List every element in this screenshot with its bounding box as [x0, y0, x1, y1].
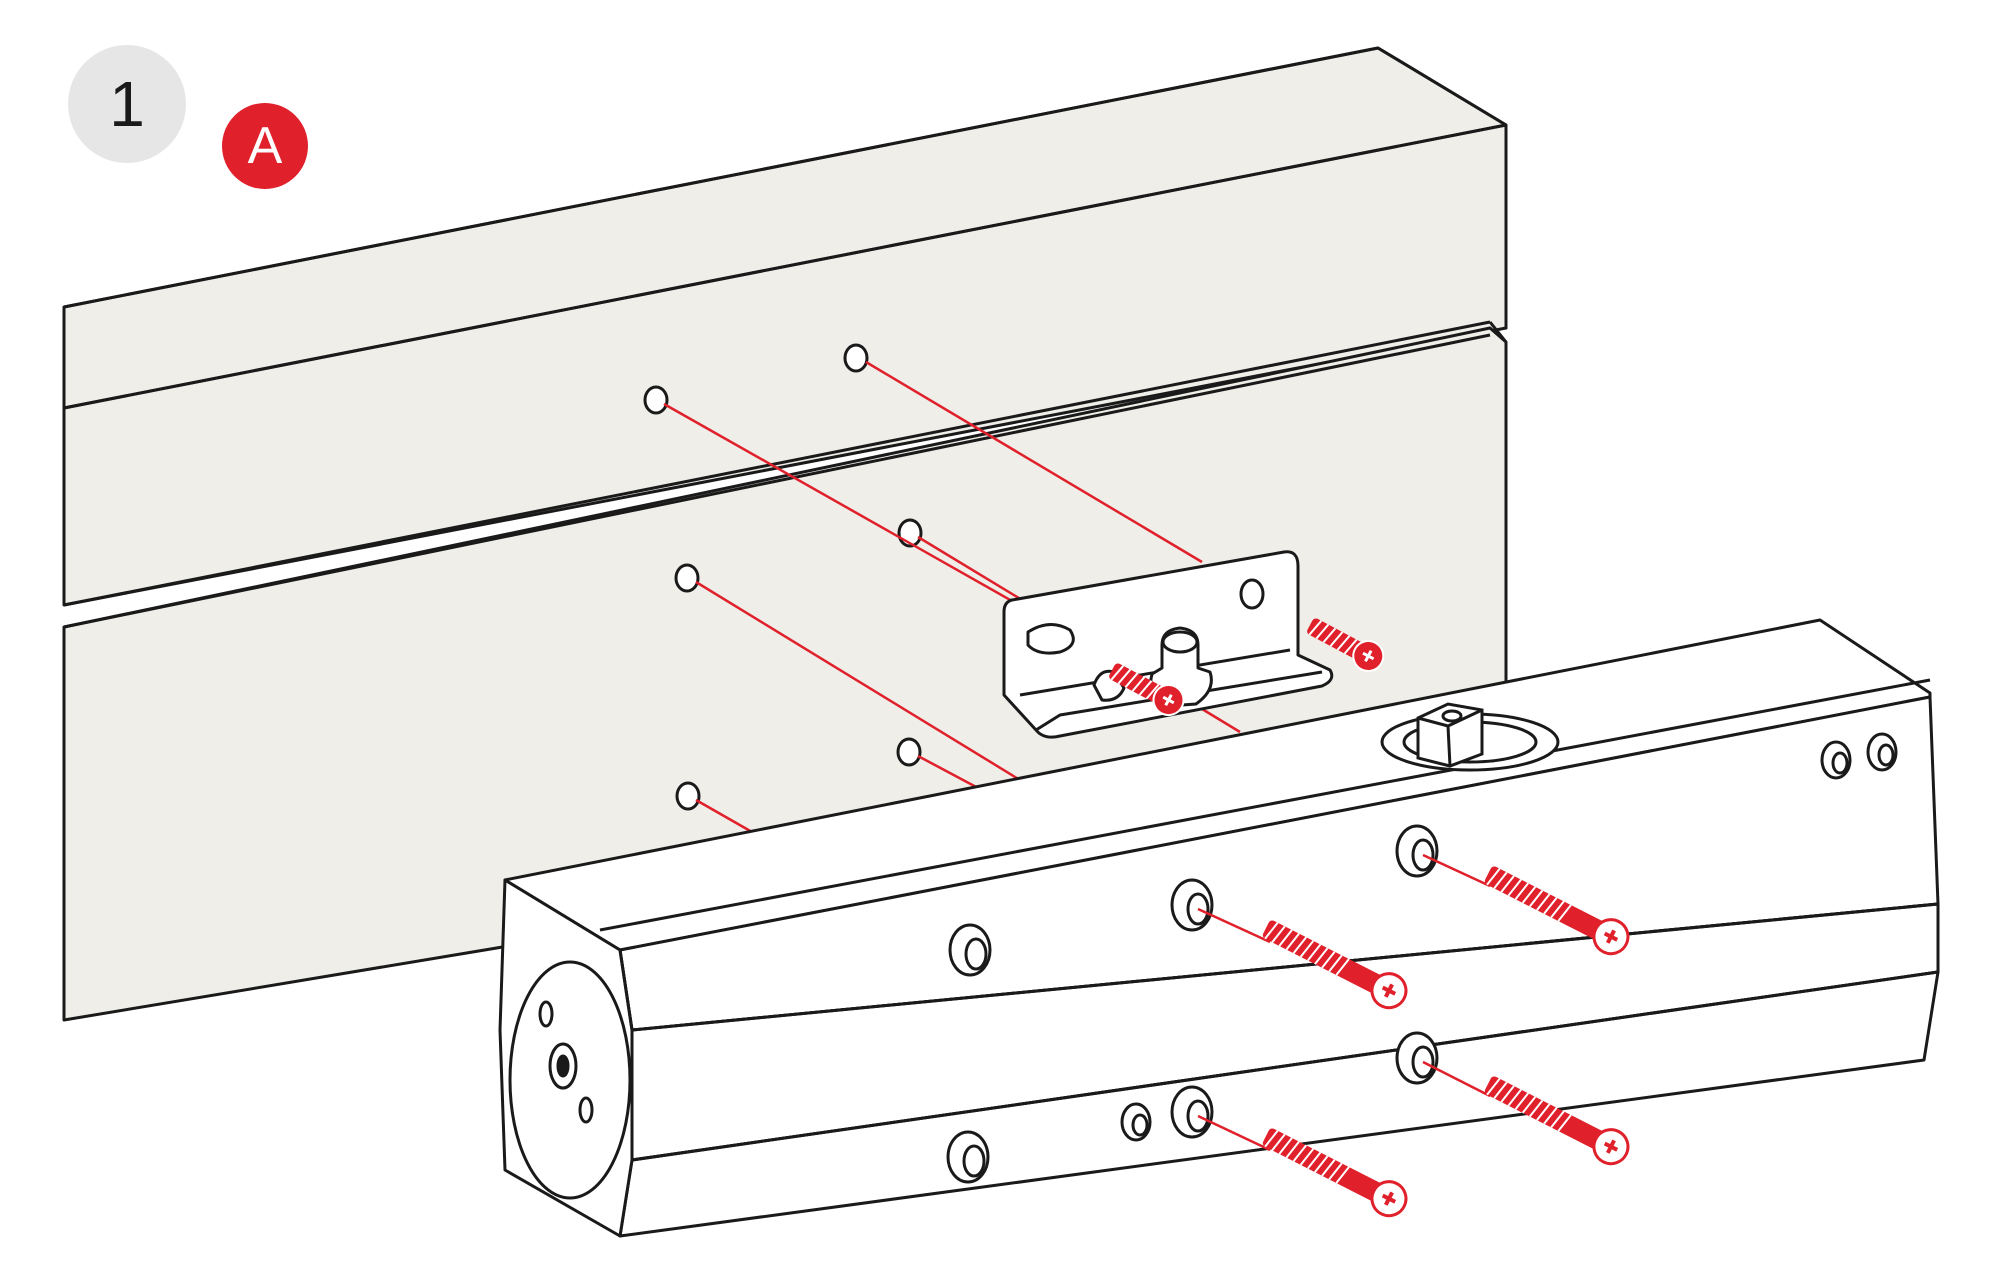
closer-holes — [946, 732, 1898, 1184]
pilot-hole — [843, 343, 869, 373]
closer-end-cap — [508, 960, 632, 1200]
pilot-hole — [674, 563, 700, 593]
phillips-screw-icon — [1262, 1128, 1408, 1218]
phillips-screw-icon — [1484, 866, 1630, 956]
door-frame — [62, 46, 1508, 1022]
door-leaf-face — [62, 326, 1508, 1022]
phillips-screw-icon — [1109, 663, 1185, 717]
part-letter-badge: A — [222, 103, 308, 189]
mounting-bracket-icon — [1002, 550, 1334, 739]
closer-guide-lines — [1197, 853, 1491, 1152]
closer-screws — [1262, 866, 1630, 1218]
closer-pinion — [1380, 702, 1560, 772]
pilot-hole — [675, 781, 701, 811]
bracket-slot — [1026, 623, 1075, 655]
bracket-hole — [1239, 578, 1265, 610]
phillips-screw-icon — [1307, 618, 1385, 672]
step-number-badge: 1 — [68, 45, 186, 163]
spindle-top — [1161, 630, 1199, 654]
pilot-holes — [643, 343, 923, 811]
phillips-screw-icon — [1484, 1076, 1630, 1166]
bracket-screws — [1109, 618, 1385, 717]
pilot-hole — [896, 737, 922, 767]
phillips-screw-icon — [1262, 920, 1408, 1010]
pilot-hole — [643, 385, 669, 415]
